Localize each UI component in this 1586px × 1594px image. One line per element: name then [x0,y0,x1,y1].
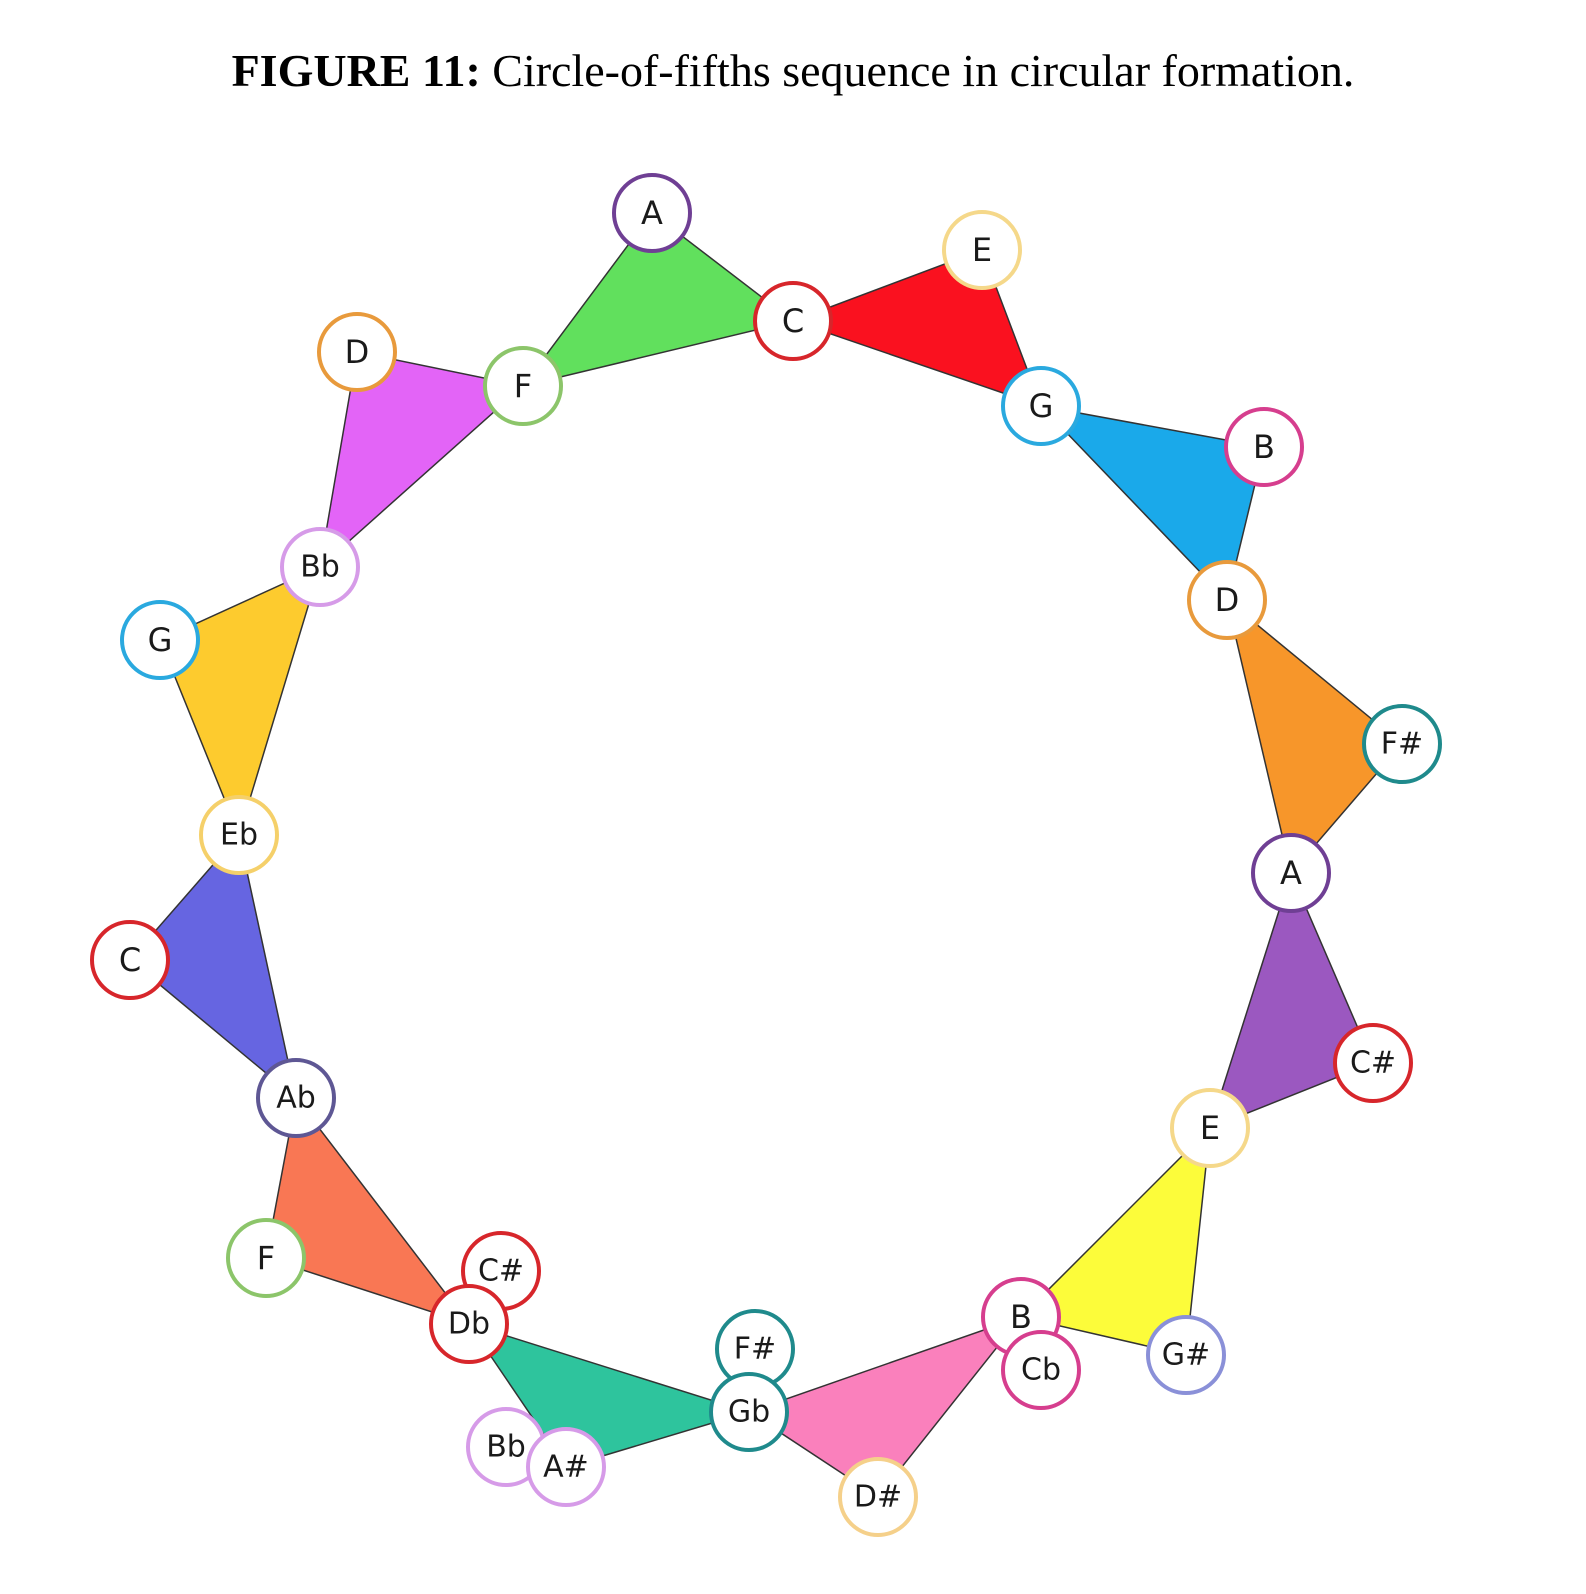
note-circle [526,1427,606,1507]
note-node-fs-1: F# [1362,704,1442,784]
note-label: G [148,621,173,659]
note-node-cs-1: C# [1333,1023,1413,1103]
note-node-g-2: G [120,600,200,680]
note-label: Eb [220,818,258,853]
note-label: A# [543,1450,589,1485]
triad-gb-triangle [467,1322,752,1468]
note-nodes: AECGBDF#AC#EG#BCbD#F#GbBbA#C#DbFAbCEbGBb… [90,173,1442,1537]
note-node-e-1: E [1170,1088,1250,1168]
triad-db-triangle [265,1096,472,1326]
note-label: C [782,302,804,340]
note-circle [90,920,170,1000]
note-node-c-top: C [753,281,833,361]
note-node-a-top: A [612,173,692,253]
note-circle [1362,704,1442,784]
note-label: Cb [1021,1353,1061,1388]
note-label: F# [1381,727,1423,762]
note-label: D# [854,1480,902,1515]
figure-caption: FIGURE 11: Circle-of-fifths sequence in … [0,44,1586,97]
note-label: F [257,1239,275,1277]
note-label: C# [1350,1046,1396,1081]
note-circle [1224,407,1304,487]
note-node-cb: Cb [1001,1330,1081,1410]
note-circle [753,281,833,361]
note-label: E [972,231,992,269]
note-node-a-1: A [1251,833,1331,913]
note-node-f-2: F [226,1218,306,1298]
note-label: E [1200,1109,1220,1147]
note-label: A [641,194,663,232]
note-node-d-1: D [1187,560,1267,640]
note-label: F# [734,1332,776,1367]
note-node-as: A# [526,1427,606,1507]
note-circle [429,1284,509,1364]
figure-label: FIGURE 11: [231,45,481,96]
note-label: Bb [300,550,340,585]
note-label: D [1215,581,1240,619]
note-circle [612,173,692,253]
note-label: C [119,941,141,979]
note-node-gb: Gb [709,1372,789,1452]
note-node-f-1: F [483,346,563,426]
figure-title: Circle-of-fifths sequence in circular fo… [492,45,1355,96]
note-circle [1170,1088,1250,1168]
triad-e-triangle [1019,1125,1211,1356]
note-node-g-1: G [1001,366,1081,446]
note-label: Bb [486,1430,526,1465]
note-node-gs-1: G# [1146,1315,1226,1395]
note-node-e-top: E [942,210,1022,290]
triad-bb-triangle [318,351,525,569]
note-circle [1333,1023,1413,1103]
note-label: D [345,333,370,371]
note-circle [1001,366,1081,446]
note-label: G [1029,387,1054,425]
note-circle [199,795,279,875]
triad-d-triangle [1225,598,1404,875]
note-label: F [514,367,532,405]
note-circle [1146,1315,1226,1395]
note-label: A [1280,854,1302,892]
note-circle [1251,833,1331,913]
note-node-bb-1: Bb [280,527,360,607]
note-circle [1001,1330,1081,1410]
triad-g-triangle [1038,404,1265,602]
note-node-d-2: D [317,312,397,392]
note-circle [942,210,1022,290]
note-label: G# [1162,1338,1210,1373]
triad-b-triangle [747,1315,1024,1499]
note-circle [120,600,200,680]
note-circle [226,1218,306,1298]
note-node-ab: Ab [256,1058,336,1138]
note-circle [1187,560,1267,640]
note-label: B [1010,1298,1032,1336]
note-label: B [1253,428,1275,466]
note-circle [280,527,360,607]
triad-f-triangle [521,211,795,388]
note-label: Db [448,1307,490,1342]
note-node-eb: Eb [199,795,279,875]
note-circle [838,1457,918,1537]
note-node-b-1: B [1224,407,1304,487]
note-circle [317,312,397,392]
triad-ab-triangle [128,833,298,1100]
triad-eb-triangle [159,565,322,838]
note-node-ds: D# [838,1457,918,1537]
note-circle [483,346,563,426]
note-node-fs-2: F# [715,1309,795,1389]
note-label: Gb [728,1395,770,1430]
triad-a-triangle [1208,870,1374,1130]
note-node-db: Db [429,1284,509,1364]
note-label: C# [478,1254,524,1289]
note-circle [709,1372,789,1452]
triad-triangles [128,211,1404,1499]
note-node-c-2: C [90,920,170,1000]
note-circle [256,1058,336,1138]
note-label: Ab [276,1081,316,1116]
